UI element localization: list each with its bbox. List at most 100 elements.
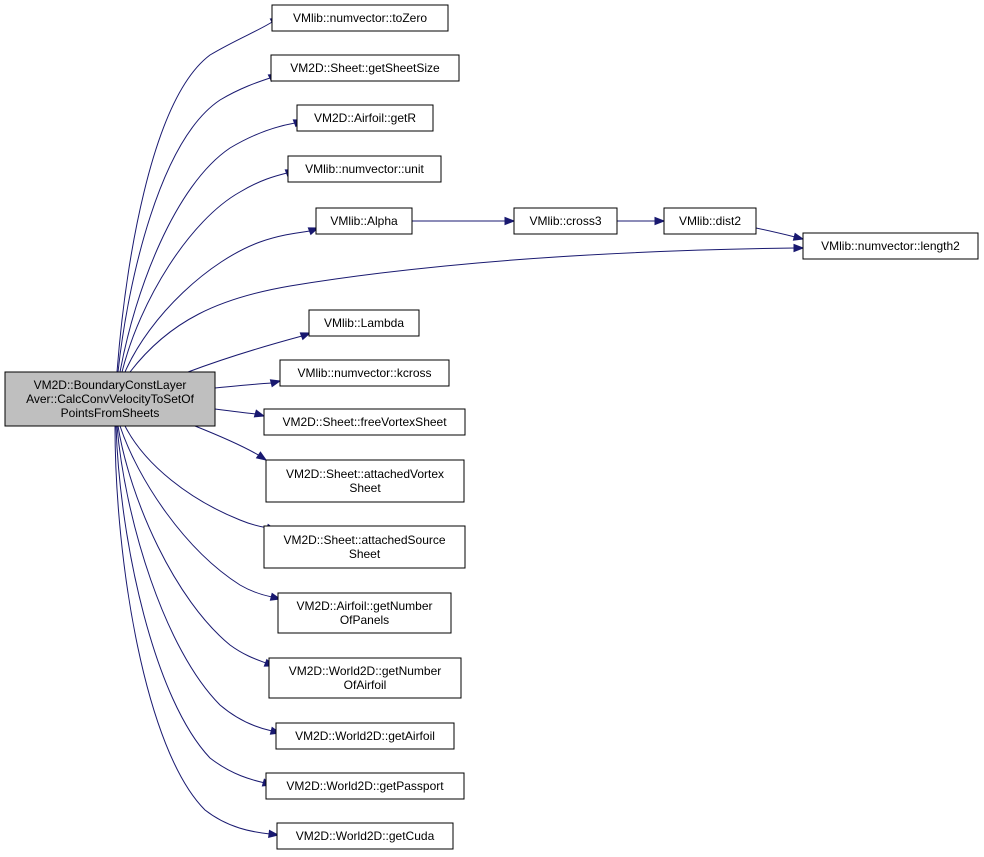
node-box	[315, 207, 413, 235]
arrowhead-icon	[654, 216, 666, 226]
node-label: VM2D::BoundaryConstLayer	[34, 378, 187, 392]
node-label: VM2D::Airfoil::getR	[314, 111, 416, 125]
edge-root-to-getNumberOfPanels	[119, 425, 282, 601]
node-label: VMlib::numvector::kcross	[297, 366, 431, 380]
edge-line	[116, 425, 273, 732]
node-box	[287, 155, 442, 183]
edge-line	[124, 230, 311, 373]
node-lambda[interactable]: VMlib::Lambda	[308, 309, 420, 337]
edge-line	[124, 425, 269, 529]
node-freeVortexSheet[interactable]: VM2D::Sheet::freeVortexSheet	[263, 408, 466, 436]
node-label: VMlib::Lambda	[324, 316, 404, 330]
edge-line	[187, 335, 303, 373]
edge-root-to-getSheetSize	[117, 73, 280, 373]
arrowhead-icon	[504, 216, 516, 226]
node-getPassport[interactable]: VM2D::World2D::getPassport	[265, 772, 465, 800]
arrowhead-icon	[299, 332, 312, 341]
edge-root-to-freeVortexSheet	[214, 408, 266, 418]
edge-cross3-to-dist2	[617, 216, 666, 226]
edge-line	[116, 21, 273, 373]
node-getR[interactable]: VM2D::Airfoil::getR	[296, 104, 434, 132]
arrowhead-icon	[269, 379, 282, 388]
node-label: VM2D::World2D::getPassport	[286, 779, 444, 793]
node-label: VMlib::dist2	[679, 214, 741, 228]
edge-root-to-length2	[129, 243, 805, 373]
arrowhead-icon	[255, 451, 268, 461]
node-box	[279, 359, 450, 387]
node-label: VM2D::World2D::getAirfoil	[295, 729, 435, 743]
node-alpha[interactable]: VMlib::Alpha	[315, 207, 413, 235]
edge-line	[115, 425, 266, 784]
arrowhead-icon	[268, 829, 280, 839]
node-dist2[interactable]: VMlib::dist2	[663, 207, 757, 235]
node-box	[277, 592, 452, 634]
node-label: VMlib::numvector::unit	[305, 162, 424, 176]
node-label: VMlib::numvector::length2	[821, 239, 960, 253]
node-box	[268, 657, 462, 699]
node-label: VM2D::Sheet::attachedVortex	[286, 467, 444, 481]
edge-line	[117, 77, 271, 373]
edge-line	[755, 227, 796, 238]
node-label: VMlib::Alpha	[330, 214, 398, 228]
node-label: VM2D::Sheet::freeVortexSheet	[282, 415, 447, 429]
node-label: VM2D::World2D::getCuda	[296, 829, 435, 843]
node-length2[interactable]: VMlib::numvector::length2	[802, 232, 979, 260]
node-box	[263, 408, 466, 436]
node-box	[263, 525, 466, 569]
edge-line	[119, 425, 273, 598]
edge-root-to-toZero	[116, 17, 282, 373]
edge-alpha-to-cross3	[412, 216, 516, 226]
edge-line	[121, 172, 288, 373]
node-getCuda[interactable]: VM2D::World2D::getCuda	[276, 822, 454, 850]
edge-root-to-getCuda	[114, 425, 280, 839]
edge-line	[194, 425, 261, 457]
node-label: VM2D::Airfoil::getNumber	[296, 599, 432, 613]
arrowhead-icon	[793, 243, 805, 253]
node-cross3[interactable]: VMlib::cross3	[513, 207, 618, 235]
node-label: VM2D::World2D::getNumber	[289, 664, 442, 678]
edge-line	[214, 382, 273, 389]
edge-line	[117, 425, 267, 664]
edge-root-to-attachedSourceSheet	[124, 425, 278, 532]
edge-root-to-alpha	[124, 227, 320, 373]
edge-root-to-getAirfoil	[116, 425, 282, 735]
node-label: OfPanels	[340, 613, 389, 627]
node-toZero[interactable]: VMlib::numvector::toZero	[271, 4, 449, 32]
node-label: Sheet	[349, 481, 381, 495]
node-box	[275, 722, 455, 750]
node-box	[802, 232, 979, 260]
node-getSheetSize[interactable]: VM2D::Sheet::getSheetSize	[270, 54, 460, 82]
arrowhead-icon	[253, 409, 266, 418]
node-box	[270, 54, 460, 82]
edge-line	[129, 247, 796, 373]
edge-line	[214, 408, 258, 415]
node-label: Aver::CalcConvVelocityToSetOf	[26, 392, 195, 406]
node-box	[4, 371, 216, 427]
node-root[interactable]: VM2D::BoundaryConstLayerAver::CalcConvVe…	[4, 371, 216, 427]
edge-root-to-kcross	[214, 379, 282, 389]
node-label: OfAirfoil	[344, 678, 387, 692]
edge-root-to-attachedVortexSheet	[194, 425, 268, 461]
node-label: PointsFromSheets	[61, 406, 160, 420]
node-getAirfoil[interactable]: VM2D::World2D::getAirfoil	[275, 722, 455, 750]
edge-root-to-lambda	[187, 332, 312, 373]
edge-dist2-to-length2	[755, 227, 805, 241]
node-label: VM2D::Sheet::getSheetSize	[290, 61, 440, 75]
arrowhead-icon	[792, 232, 805, 241]
edge-line	[119, 122, 296, 373]
node-box	[271, 4, 449, 32]
node-kcross[interactable]: VMlib::numvector::kcross	[279, 359, 450, 387]
node-box	[276, 822, 454, 850]
edge-root-to-getR	[119, 119, 305, 373]
node-box	[265, 772, 465, 800]
node-label: Sheet	[349, 547, 381, 561]
node-label: VMlib::cross3	[529, 214, 601, 228]
node-box	[308, 309, 420, 337]
node-unit[interactable]: VMlib::numvector::unit	[287, 155, 442, 183]
edge-root-to-getNumberOfAirfoil	[117, 425, 276, 667]
